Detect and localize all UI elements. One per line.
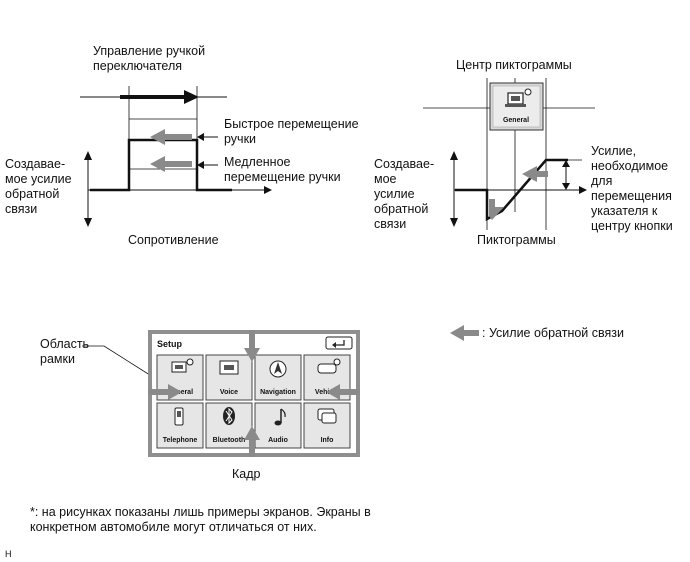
fast-feedback-arrow <box>150 129 192 145</box>
frame-label: Кадр <box>232 467 261 481</box>
fast-move-label: Быстрое перемещение ручки <box>224 117 359 146</box>
footnote: *: на рисунках показаны лишь примеры экр… <box>30 505 371 534</box>
navigation-button-label: Navigation <box>260 389 296 396</box>
figure-code: H <box>5 549 12 559</box>
legend-arrow <box>450 325 479 341</box>
info-button-label: Info <box>321 437 334 444</box>
back-button[interactable] <box>325 336 353 350</box>
required-force-label: Усилие, необходимое для перемещения указ… <box>591 144 673 233</box>
voice-button-label: Voice <box>220 389 238 396</box>
knob-control-label: Управление ручкой переключателя <box>93 44 206 73</box>
screen-arrow-down <box>244 330 260 362</box>
left-generated-force-label: Создавае- мое усилие обратной связи <box>5 157 72 216</box>
general-icon: General <box>489 82 544 131</box>
screen-arrow-right <box>148 384 182 400</box>
telephone-button-label: Telephone <box>163 437 198 444</box>
info-button[interactable]: Info <box>303 402 351 449</box>
right-feedback-arrow-left <box>489 199 504 220</box>
screen-arrow-left <box>326 384 360 400</box>
legend-label: : Усилие обратной связи <box>482 326 624 340</box>
slow-feedback-arrow <box>150 156 192 172</box>
telephone-button[interactable]: Telephone <box>156 402 204 449</box>
resistance-label: Сопротивление <box>128 233 219 247</box>
slow-move-label: Медленное перемещение ручки <box>224 155 341 184</box>
general-icon-label: General <box>503 117 529 124</box>
icons-label: Пиктограммы <box>477 233 556 247</box>
icon-center-label: Центр пиктограммы <box>456 58 572 72</box>
bluetooth-button[interactable]: Bluetooth <box>205 402 253 449</box>
right-feedback-arrow-right <box>522 166 548 182</box>
setup-title: Setup <box>157 339 183 349</box>
screen-arrow-up <box>244 426 260 457</box>
right-generated-force-label: Создавае- мое усилие обратной связи <box>374 157 435 231</box>
audio-button-label: Audio <box>268 437 288 444</box>
bluetooth-button-label: Bluetooth <box>213 437 246 444</box>
navigation-button[interactable]: Navigation <box>254 354 302 401</box>
frame-area-label: Область рамки <box>40 337 90 366</box>
audio-button[interactable]: Audio <box>254 402 302 449</box>
voice-button[interactable]: Voice <box>205 354 253 401</box>
